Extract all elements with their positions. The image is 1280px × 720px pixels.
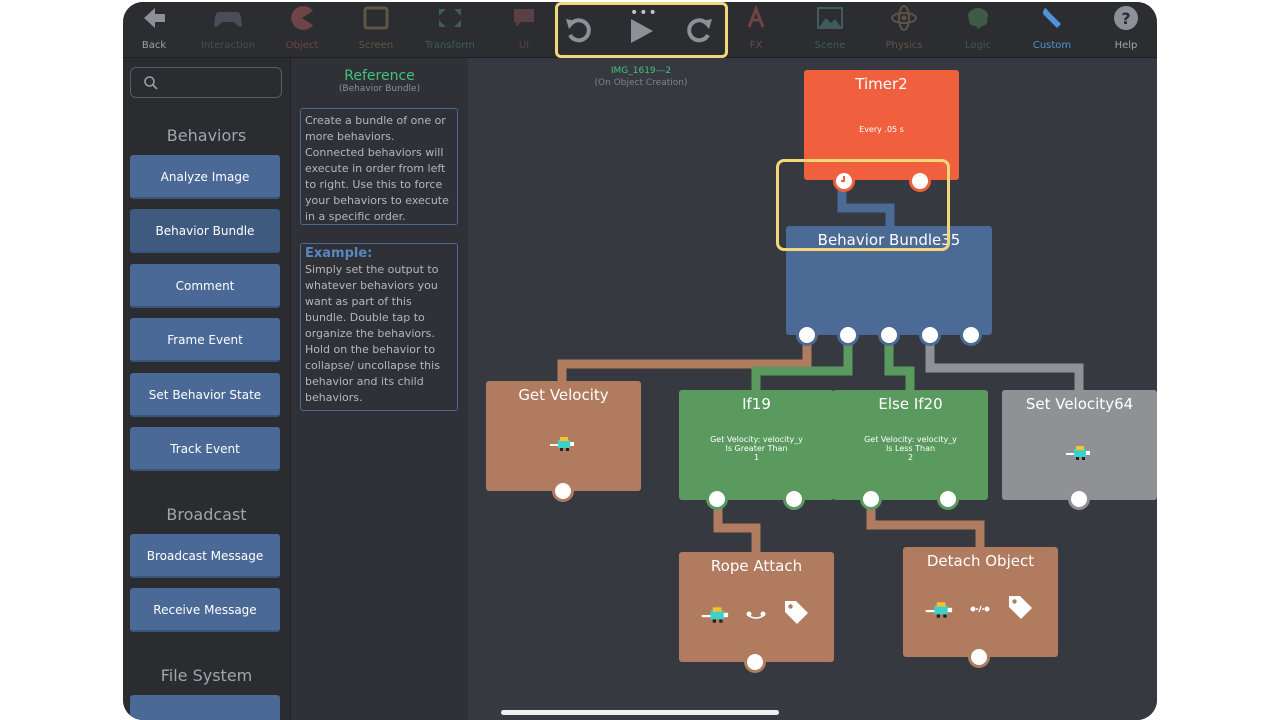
toolbar-help[interactable]: ? Help	[1091, 2, 1157, 57]
sidebar-item-receive-message[interactable]: Receive Message	[130, 588, 280, 632]
section-title-file-system: File System	[160, 666, 253, 685]
node-if19[interactable]: If19 Get Velocity: velocity_y Is Greater…	[679, 390, 834, 500]
timer-port-clock[interactable]	[833, 170, 855, 192]
sprite-icon	[550, 437, 574, 451]
wrench-icon	[1017, 5, 1087, 31]
sidebar-item-track-event[interactable]: Track Event	[130, 427, 280, 471]
more-dots[interactable]: •••	[630, 5, 658, 21]
node-detach-object[interactable]: Detach Object	[903, 547, 1058, 657]
tag-icon	[1009, 596, 1032, 619]
reference-panel: Reference (Behavior Bundle) Create a bun…	[291, 58, 468, 720]
redo-button[interactable]	[678, 13, 718, 49]
gamepad-icon	[193, 5, 263, 31]
brain-icon	[943, 5, 1013, 31]
home-indicator	[501, 710, 779, 715]
undo-button[interactable]	[560, 13, 600, 49]
behavior-canvas[interactable]: IMG_1619---2 (On Object Creation) Timer2…	[469, 58, 1157, 720]
sidebar-item-frame-event[interactable]: Frame Event	[130, 318, 280, 362]
reference-subtitle: (Behavior Bundle)	[338, 84, 421, 94]
object-event: (On Object Creation)	[594, 78, 688, 88]
else-if20-port-true[interactable]	[860, 488, 882, 510]
sidebar-item-comment[interactable]: Comment	[130, 264, 280, 308]
top-toolbar: Back Interaction Object Screen Transform	[123, 2, 1157, 58]
clock-icon	[841, 176, 845, 182]
unlink-icon	[970, 605, 990, 613]
else-if20-port-false[interactable]	[937, 488, 959, 510]
atom-icon	[869, 5, 939, 31]
sidebar-item-broadcast-message[interactable]: Broadcast Message	[130, 534, 280, 578]
toolbar-back[interactable]: Back	[123, 2, 189, 57]
bundle-port-1[interactable]	[796, 324, 818, 346]
reference-description: Create a bundle of one or more behaviors…	[300, 108, 458, 225]
play-button[interactable]	[621, 13, 661, 49]
sidebar-item-behavior-bundle[interactable]: Behavior Bundle	[130, 209, 280, 253]
reference-example: Example: Simply set the output to whatev…	[300, 243, 458, 411]
section-title-broadcast: Broadcast	[166, 505, 247, 524]
help-icon: ?	[1091, 5, 1157, 31]
toolbar-physics[interactable]: Physics	[869, 2, 939, 57]
toolbar-transform[interactable]: Transform	[415, 2, 485, 57]
rope-attach-port-out[interactable]	[744, 651, 766, 673]
rope-link-icon	[746, 611, 766, 619]
behavior-sidebar: Behaviors Analyze Image Behavior Bundle …	[123, 58, 291, 720]
node-set-velocity64[interactable]: Set Velocity64	[1002, 390, 1157, 500]
sidebar-item-set-behavior-state[interactable]: Set Behavior State	[130, 373, 280, 417]
if19-port-false[interactable]	[783, 488, 805, 510]
playback-controls: •••	[555, 2, 728, 58]
detach-object-port-out[interactable]	[968, 646, 990, 668]
redo-icon	[687, 18, 712, 43]
node-get-velocity[interactable]: Get Velocity	[486, 381, 641, 491]
chat-icon	[489, 5, 559, 31]
bundle-port-3[interactable]	[878, 324, 900, 346]
toolbar-object[interactable]: Object	[267, 2, 337, 57]
timer-port-out[interactable]	[909, 170, 931, 192]
fx-icon	[721, 4, 791, 31]
section-title-behaviors: Behaviors	[166, 126, 247, 145]
toolbar-screen[interactable]: Screen	[341, 2, 411, 57]
back-arrow-icon	[123, 5, 189, 31]
example-text: Simply set the output to whatever behavi…	[305, 263, 440, 404]
play-icon	[631, 19, 653, 43]
sprite-icon	[701, 607, 729, 623]
toolbar-interaction[interactable]: Interaction	[193, 2, 263, 57]
bundle-port-4[interactable]	[919, 324, 941, 346]
set-velocity-port-out[interactable]	[1068, 488, 1090, 510]
landscape-icon	[795, 5, 865, 31]
reference-title: Reference	[344, 68, 415, 84]
node-else-if20[interactable]: Else If20 Get Velocity: velocity_y Is Le…	[833, 390, 988, 500]
search-input[interactable]	[130, 67, 282, 98]
ipad-screen: Back Interaction Object Screen Transform	[123, 2, 1157, 720]
pacman-icon	[267, 5, 337, 31]
if19-port-true[interactable]	[706, 488, 728, 510]
example-title: Example:	[305, 246, 373, 261]
toolbar-fx[interactable]: FX	[721, 2, 791, 57]
toolbar-custom[interactable]: Custom	[1017, 2, 1087, 57]
toolbar-scene[interactable]: Scene	[795, 2, 865, 57]
bundle-port-2[interactable]	[837, 324, 859, 346]
node-rope-attach[interactable]: Rope Attach	[679, 552, 834, 662]
sidebar-item-file-system[interactable]	[130, 695, 280, 720]
expand-icon	[415, 5, 485, 31]
toolbar-logic[interactable]: Logic	[943, 2, 1013, 57]
highlight-connection	[776, 159, 950, 251]
search-icon	[144, 76, 158, 90]
bundle-port-5[interactable]	[960, 324, 982, 346]
toolbar-ui[interactable]: UI	[489, 2, 559, 57]
svg-text:?: ?	[1121, 9, 1130, 28]
get-velocity-port-out[interactable]	[552, 480, 574, 502]
node-behavior-bundle35[interactable]: Behavior Bundle35	[786, 226, 992, 335]
tag-icon	[785, 601, 808, 624]
screen-icon	[341, 5, 411, 31]
sprite-icon	[1066, 446, 1090, 460]
sidebar-item-analyze-image[interactable]: Analyze Image	[130, 155, 280, 199]
object-name: IMG_1619---2	[610, 66, 672, 76]
undo-icon	[566, 18, 591, 43]
connector-lines	[557, 182, 1084, 556]
sprite-icon	[925, 602, 953, 618]
